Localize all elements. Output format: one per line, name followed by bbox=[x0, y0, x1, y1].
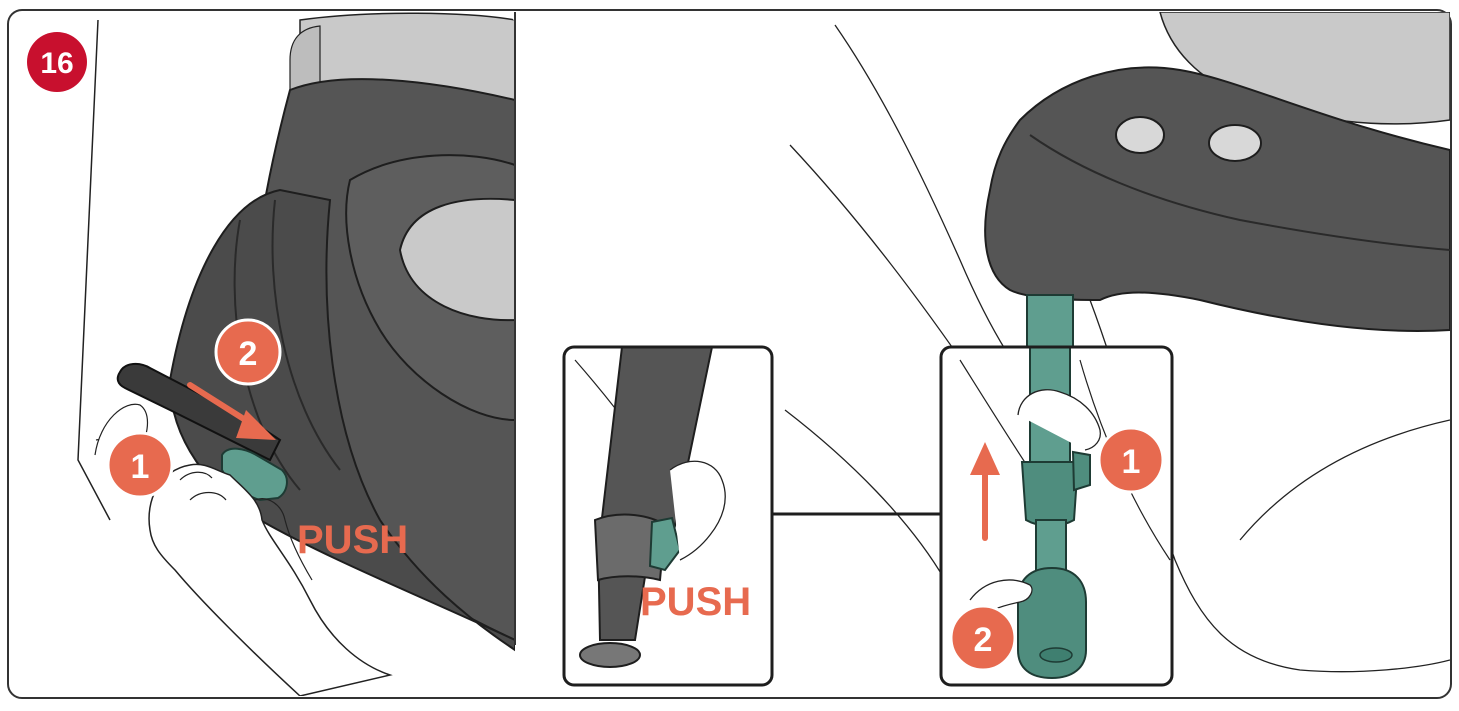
arrow-up-icon bbox=[970, 442, 1000, 541]
inset-left: PUSH bbox=[562, 345, 774, 687]
support-leg-foot bbox=[579, 642, 641, 668]
car-seat-outline bbox=[77, 19, 111, 521]
push-label-left: PUSH bbox=[297, 518, 408, 562]
seat-base bbox=[984, 66, 1450, 332]
hand-finger-line bbox=[179, 471, 213, 481]
callout-number: 2 bbox=[239, 335, 258, 373]
callout-number: 2 bbox=[974, 621, 993, 659]
hand-finger-line bbox=[189, 491, 227, 501]
callout-2-left: 2 bbox=[214, 318, 282, 386]
leg-release-button bbox=[1071, 450, 1091, 492]
car-seat-outline bbox=[1239, 419, 1450, 541]
car-seat-outline bbox=[959, 359, 1031, 471]
arrow-diagonal-icon bbox=[187, 382, 276, 440]
inset-right: 1 2 bbox=[939, 345, 1174, 687]
leg-adjust-collar bbox=[1020, 461, 1080, 527]
side-impact-oval bbox=[398, 197, 515, 322]
car-seat-outline bbox=[784, 409, 946, 581]
inset-frame bbox=[939, 345, 1174, 687]
callout-2-right: 2 bbox=[949, 604, 1017, 672]
support-leg-illustration bbox=[1026, 294, 1074, 356]
step-number-badge: 16 bbox=[27, 32, 87, 92]
callout-number: 1 bbox=[131, 448, 150, 486]
step-number: 16 bbox=[40, 47, 73, 80]
inset-frame bbox=[562, 345, 774, 687]
seat-base-hole bbox=[1115, 116, 1165, 154]
seat-base-hole bbox=[1208, 124, 1262, 162]
hand-illustration bbox=[669, 460, 726, 561]
push-label-inset: PUSH bbox=[640, 580, 751, 624]
hand-finger-line bbox=[254, 498, 313, 581]
left-panel bbox=[77, 12, 515, 696]
seat-base-contour bbox=[271, 199, 341, 471]
callout-number: 1 bbox=[1122, 443, 1141, 481]
leg-release-button bbox=[648, 516, 682, 572]
callout-1-left: 1 bbox=[106, 431, 174, 499]
hand-illustration bbox=[148, 463, 393, 696]
seat-base-contour bbox=[1029, 134, 1450, 251]
hand-illustration bbox=[1017, 389, 1101, 451]
callout-1-right: 1 bbox=[1097, 426, 1165, 494]
